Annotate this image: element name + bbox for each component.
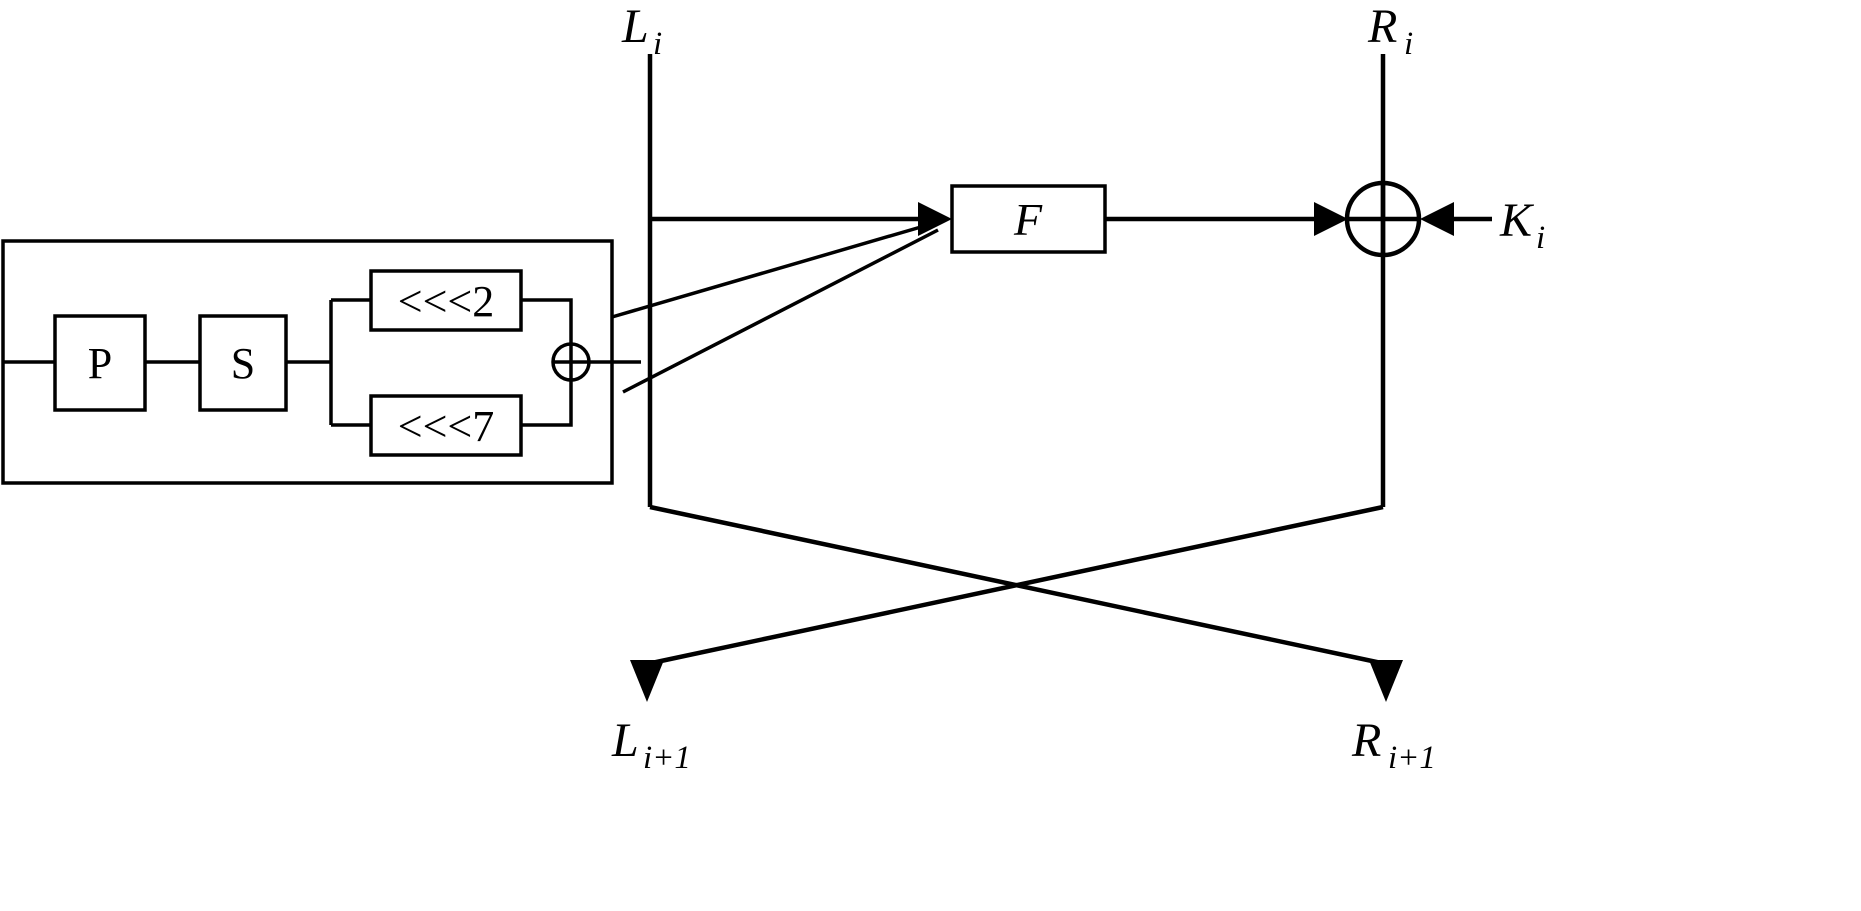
s-box-label: S [231, 339, 255, 388]
label-output-right: R i+1 [1351, 714, 1436, 776]
p-box-label: P [88, 339, 112, 388]
arrowhead-f-input-icon [918, 202, 952, 236]
label-output-left-main: L [611, 714, 639, 767]
arrowhead-left-output-icon [630, 660, 664, 702]
rot2-box [369, 269, 523, 332]
label-key: K i [1499, 194, 1545, 256]
line-rot2-to-xor [521, 298, 573, 344]
label-input-left: L i [621, 0, 662, 62]
label-key-sub: i [1536, 220, 1545, 256]
xor-main-icon [1344, 180, 1422, 258]
f-box [950, 184, 1107, 254]
xor-inner-icon [551, 342, 591, 382]
rot7-box-label: <<<7 [398, 402, 494, 451]
f-box-label: F [1013, 194, 1043, 245]
line-callout-upper [611, 220, 939, 319]
line-callout-lower [622, 228, 939, 394]
arrowhead-right-output-icon [1369, 660, 1403, 702]
label-output-left: L i+1 [611, 714, 691, 776]
label-output-right-sub: i+1 [1388, 740, 1436, 776]
label-output-right-main: R [1351, 714, 1381, 767]
rot2-box-label: <<<2 [398, 277, 494, 326]
label-output-left-sub: i+1 [643, 740, 691, 776]
line-rot7-to-xor [521, 380, 573, 427]
line-right-to-left-output [646, 504, 1384, 667]
arrowhead-key-input-icon [1420, 202, 1454, 236]
label-input-left-sub: i [653, 26, 662, 62]
rot7-box [369, 394, 523, 457]
label-input-right: R i [1367, 0, 1413, 62]
s-box [198, 314, 288, 412]
label-input-right-sub: i [1404, 26, 1413, 62]
label-input-left-main: L [621, 0, 649, 53]
arrowhead-xor-input-icon [1314, 202, 1348, 236]
label-input-right-main: R [1367, 0, 1397, 53]
label-key-main: K [1499, 194, 1535, 247]
